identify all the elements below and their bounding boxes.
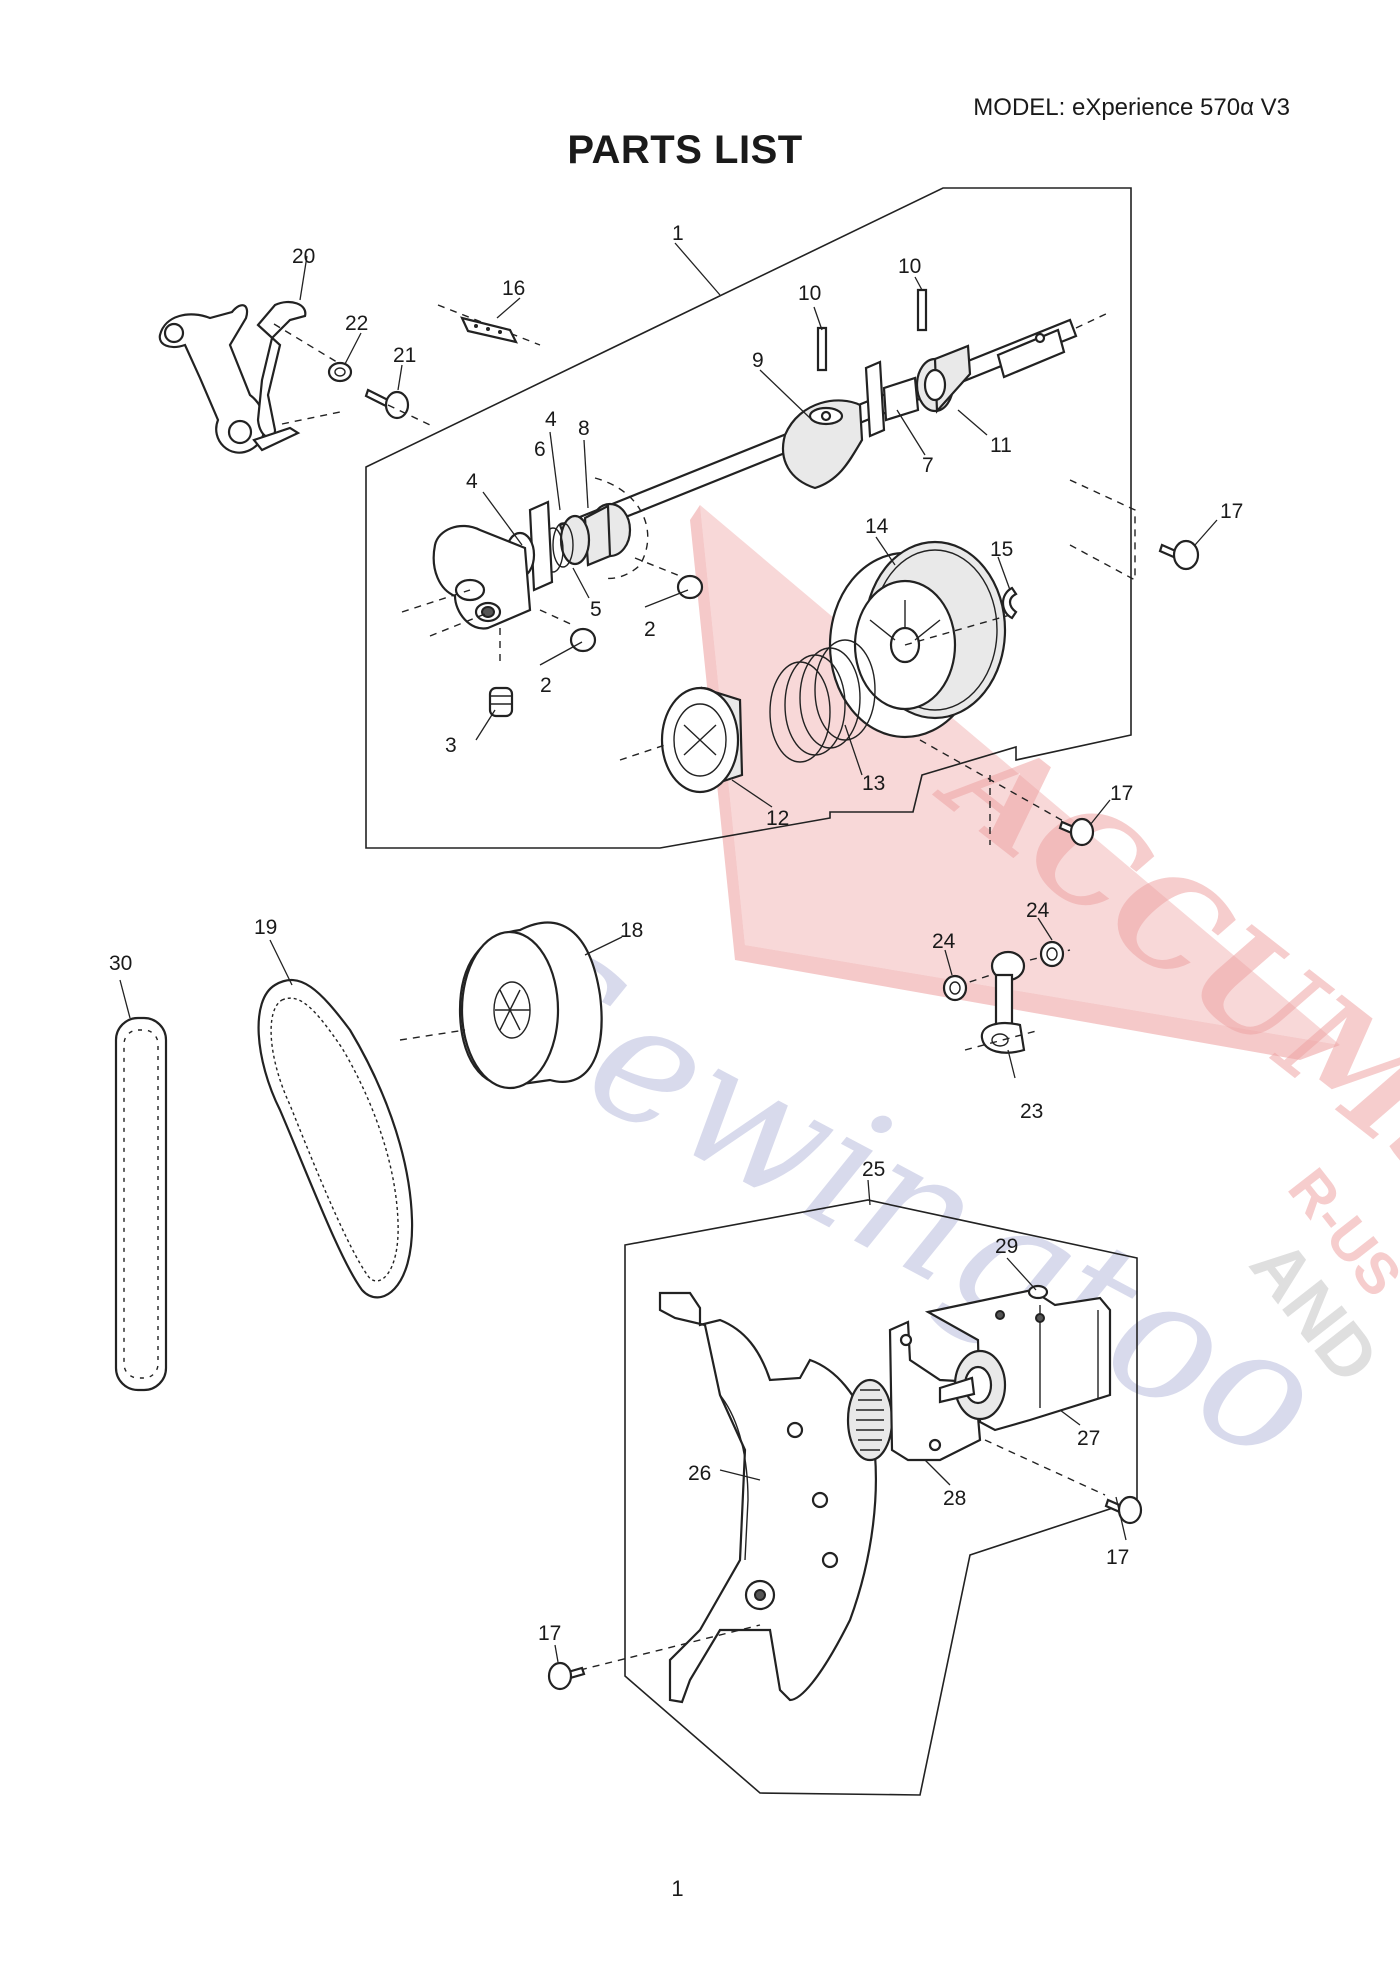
part-23-link: [964, 950, 1041, 1054]
callout-17-lower-left: 17: [538, 1622, 561, 1645]
callout-2-left: 2: [540, 674, 552, 697]
part-9-cam: [781, 399, 864, 490]
part-26-gear: [846, 1378, 894, 1462]
axis-20b: [281, 411, 341, 425]
part-17-screw-b: [919, 739, 1095, 847]
callout-4-upper: 4: [545, 408, 557, 431]
part-7-bracket: [864, 360, 920, 438]
axis-14: [904, 614, 1011, 646]
model-label: MODEL: eXperience 570α V3: [973, 94, 1290, 121]
part-11-pulley-small: [915, 344, 972, 414]
part-17-screw-c: [984, 1439, 1143, 1525]
part-3-sleeve: [488, 686, 514, 718]
part-13-spring: [769, 639, 876, 763]
callout-16: 16: [502, 277, 525, 300]
part-2-screw-b: [539, 609, 597, 653]
callout-17-mid: 17: [1110, 782, 1133, 805]
callout-12: 12: [766, 807, 789, 830]
callout-5: 5: [590, 598, 602, 621]
axis-shaft-end: [1075, 311, 1111, 329]
callout-9: 9: [752, 349, 764, 372]
axis-18: [399, 1029, 466, 1041]
page-number: 1: [671, 1876, 684, 1901]
callout-18: 18: [620, 919, 643, 942]
callout-6: 6: [534, 438, 546, 461]
callout-10-left: 10: [798, 282, 821, 305]
callout-1: 1: [672, 222, 684, 245]
part-29-screws: [995, 1284, 1049, 1323]
callout-23: 23: [1020, 1100, 1043, 1123]
axis-20: [273, 323, 351, 371]
callout-21: 21: [393, 344, 416, 367]
callout-17-top: 17: [1220, 500, 1243, 523]
callout-17-lower-right: 17: [1106, 1546, 1129, 1569]
callout-26: 26: [688, 1462, 711, 1485]
part-15-clip: [1001, 586, 1018, 620]
part-17-screw-a: [1069, 479, 1200, 581]
callout-11: 11: [990, 434, 1012, 457]
callout-19: 19: [254, 916, 277, 939]
part-24-washer-a: [942, 971, 1001, 1002]
callout-22: 22: [345, 312, 368, 335]
axis-4b: [429, 613, 486, 637]
part-26-frame: [658, 1291, 877, 1704]
part-16-block: [460, 316, 519, 344]
callout-29: 29: [995, 1235, 1018, 1258]
callout-14: 14: [865, 515, 889, 538]
part-21-screw: [364, 388, 410, 420]
assembly-box-25: [624, 1199, 1138, 1796]
page-title: PARTS LIST: [567, 128, 803, 172]
part-14-pulley: [828, 540, 1007, 739]
part-18-drum: [458, 921, 603, 1090]
callout-15: 15: [990, 538, 1013, 561]
callout-2-right: 2: [644, 618, 656, 641]
part-27-solenoid: [924, 1288, 1112, 1432]
callout-13: 13: [862, 772, 885, 795]
part-20-lever: [158, 300, 307, 454]
part-22-washer: [327, 361, 353, 383]
part-24-washer-b: [1029, 940, 1071, 968]
part-28-bracket: [888, 1320, 982, 1462]
axis-12: [619, 744, 666, 761]
part-19-belt: [257, 979, 414, 1299]
axis-8-arc: [594, 477, 649, 580]
part-17-screw-d: [547, 1624, 761, 1691]
callout-30: 30: [109, 952, 132, 975]
part-10-pins: [816, 288, 928, 372]
callout-25: 25: [862, 1158, 885, 1181]
callout-3: 3: [445, 734, 457, 757]
part-4-crank: [432, 524, 532, 630]
part-12-cap: [660, 686, 744, 794]
callout-7: 7: [922, 454, 934, 477]
callout-27: 27: [1077, 1427, 1100, 1450]
callout-24-left: 24: [932, 930, 956, 953]
leader-lines: [119, 242, 1218, 1663]
callout-28: 28: [943, 1487, 966, 1510]
callout-24-right: 24: [1026, 899, 1050, 922]
callout-4-lower: 4: [466, 470, 478, 493]
callout-10-right: 10: [898, 255, 921, 278]
part-30-belt: [114, 1016, 168, 1392]
callout-20: 20: [292, 245, 315, 268]
assembly-box-1: [365, 187, 1132, 849]
callout-8: 8: [578, 417, 590, 440]
part-2-screw-a: [634, 557, 704, 600]
callout-labels: 1 20 16 22 21 10 10 9 11 7 4 8 6 4 5 2 2…: [109, 222, 1243, 1645]
